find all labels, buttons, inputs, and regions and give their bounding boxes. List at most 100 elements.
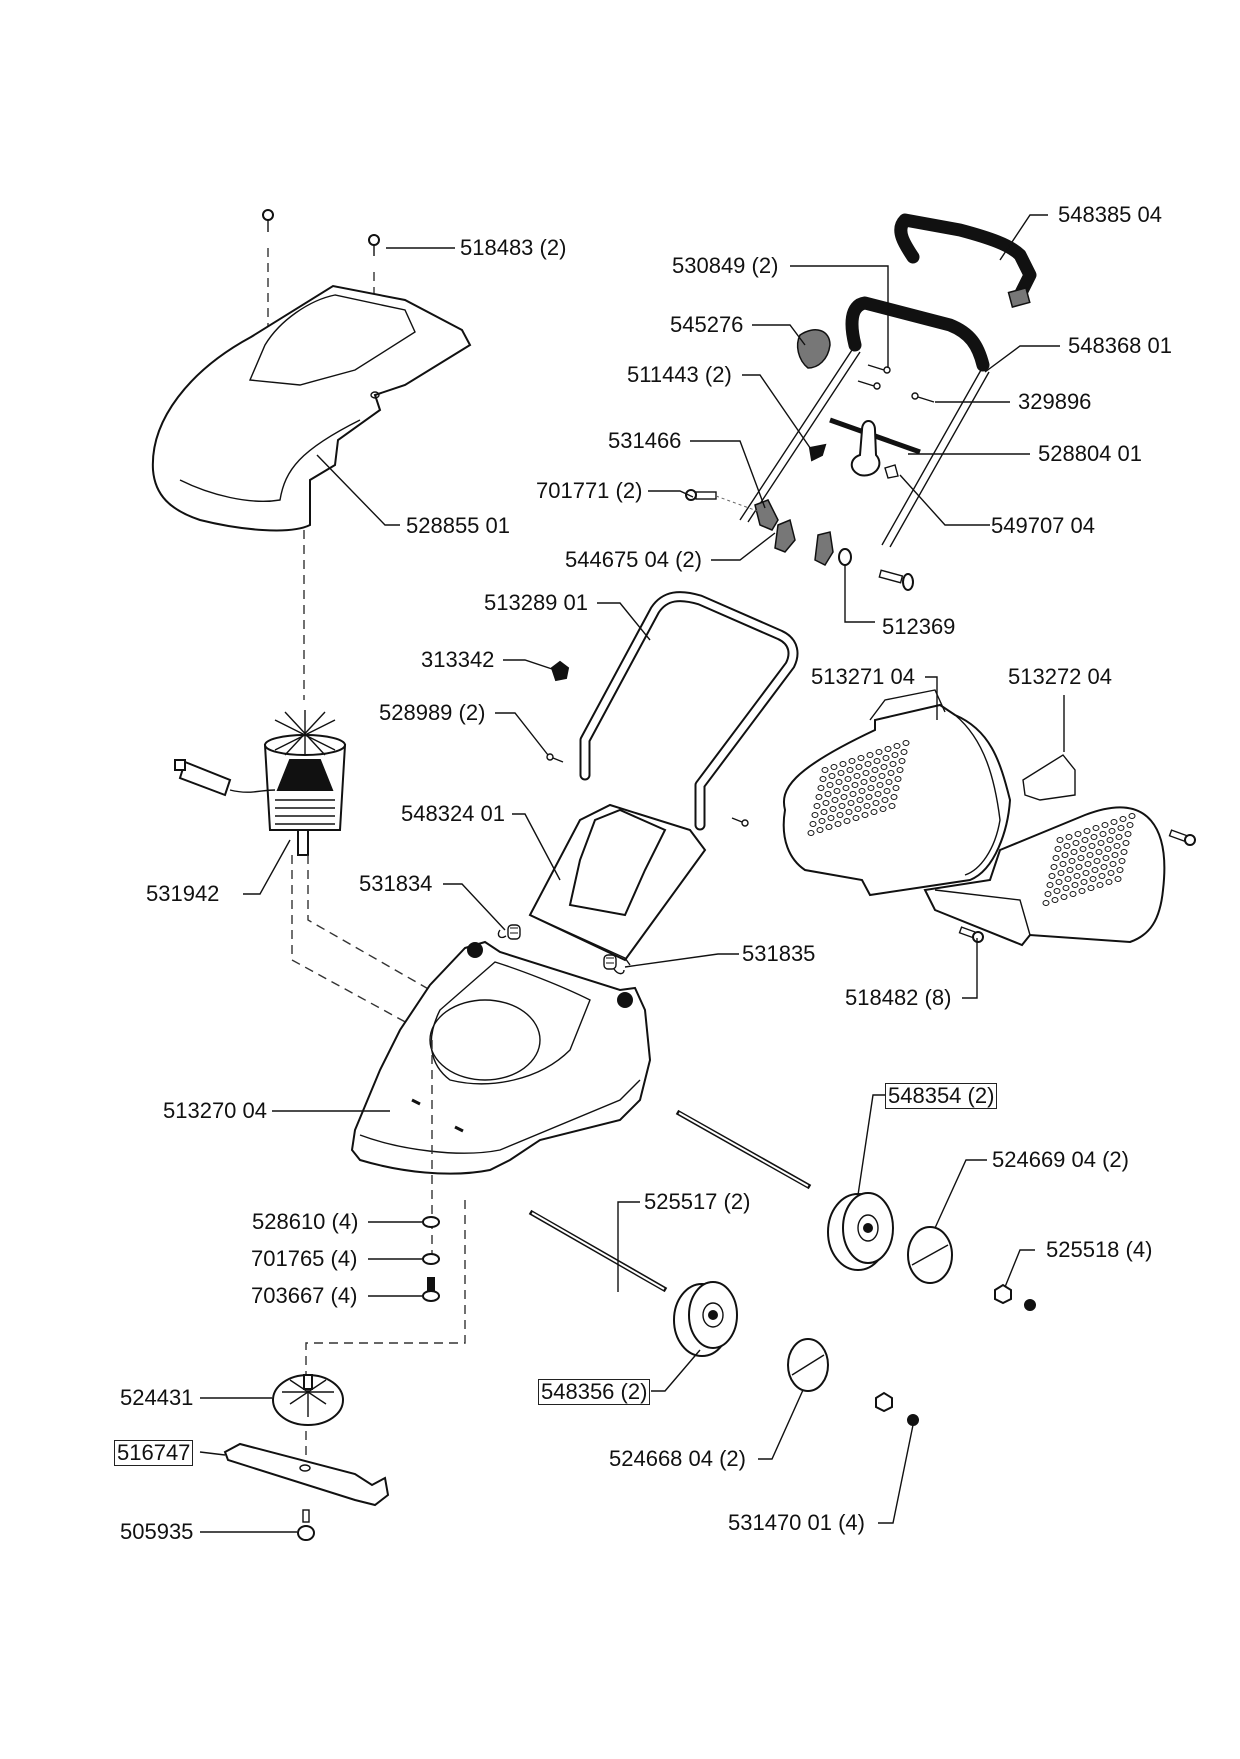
lower-handle (579, 591, 799, 831)
part-label: 528855 01 (406, 513, 510, 538)
perforation-hole (1046, 882, 1054, 888)
part-label: 531466 (608, 428, 682, 453)
perforation-hole (807, 830, 815, 836)
perforation-hole (1110, 819, 1118, 825)
part-label: 511443 (2) (627, 362, 732, 387)
perforation-hole (1083, 828, 1091, 834)
perforation-hole (896, 767, 904, 773)
part-label: 524668 04 (2) (609, 1446, 746, 1471)
perforation-hole (879, 806, 887, 812)
perforation-hole (874, 791, 882, 797)
perforation-hole (1097, 840, 1105, 846)
perforation-hole (842, 785, 850, 791)
part-label: 525517 (2) (644, 1189, 751, 1214)
perforation-hole (853, 773, 861, 779)
handle-grip-upper (894, 213, 1037, 302)
perforation-hole (815, 794, 823, 800)
perforation-hole (1065, 834, 1073, 840)
perforation-hole (882, 755, 890, 761)
perforation-hole (835, 779, 843, 785)
part-label: 545276 (670, 312, 744, 337)
perforation-hole (900, 749, 908, 755)
perforation-hole (1077, 855, 1085, 861)
perforation-hole (1089, 876, 1097, 882)
perforation-hole (1079, 846, 1087, 852)
motor-cover (151, 284, 472, 532)
part-label: 549707 04 (991, 513, 1095, 538)
part-label: 528804 01 (1038, 441, 1142, 466)
perforation-hole (1120, 849, 1128, 855)
perforation-hole (836, 812, 844, 818)
part-label: 513289 01 (484, 590, 588, 615)
perforation-hole (1048, 873, 1056, 879)
part-label: 513272 04 (1008, 664, 1112, 689)
perforation-hole (834, 821, 842, 827)
perforation-hole (1042, 900, 1050, 906)
fan (272, 1374, 344, 1426)
part-label: 512369 (882, 614, 956, 639)
perforation-hole (885, 779, 893, 785)
part-label: 531835 (742, 941, 816, 966)
grass-box-bottom-mesh (1042, 813, 1136, 906)
perforation-hole (849, 791, 857, 797)
perforation-hole (1088, 843, 1096, 849)
perforation-hole (1109, 861, 1117, 867)
perforation-hole (1044, 891, 1052, 897)
perforation-hole (1093, 858, 1101, 864)
perforation-hole (866, 752, 874, 758)
perforation-hole (819, 776, 827, 782)
perforation-hole (857, 755, 865, 761)
perforation-hole (838, 803, 846, 809)
perforation-hole (892, 785, 900, 791)
perforation-hole (872, 800, 880, 806)
perforation-hole (861, 812, 869, 818)
perforation-hole (1070, 849, 1078, 855)
perforation-hole (852, 815, 860, 821)
part-label: 528989 (2) (379, 700, 486, 725)
perforation-hole (816, 827, 824, 833)
cover-screw-right (368, 234, 380, 256)
perforation-hole (1116, 867, 1124, 873)
blade (223, 1442, 390, 1507)
perforation-hole (1050, 864, 1058, 870)
perforation-hole (829, 806, 837, 812)
discharge-flap (528, 803, 707, 966)
perforation-hole (1063, 843, 1071, 849)
perforation-hole (1057, 870, 1065, 876)
perforation-hole (888, 803, 896, 809)
perforation-hole (1068, 858, 1076, 864)
perforation-hole (893, 743, 901, 749)
perforation-hole (1098, 873, 1106, 879)
leader-lines (199, 214, 1065, 1533)
wing-knob (774, 518, 796, 553)
nut-525518 (994, 1283, 1012, 1305)
perforation-hole (1124, 831, 1132, 837)
perforation-hole (884, 746, 892, 752)
mower-deck (350, 940, 652, 1175)
perforation-hole (1056, 837, 1064, 843)
perforation-hole (1059, 861, 1067, 867)
handle-bracket (754, 499, 779, 531)
grass-box-top (782, 689, 1012, 897)
perforation-hole (824, 791, 832, 797)
perforation-hole (902, 740, 910, 746)
nut-313342 (550, 660, 570, 682)
perforation-hole (863, 803, 871, 809)
perforation-hole (1081, 837, 1089, 843)
perforation-hole (1117, 825, 1125, 831)
perforation-hole (898, 758, 906, 764)
perforation-hole (881, 797, 889, 803)
perforation-hole (1118, 858, 1126, 864)
perforation-hole (1090, 834, 1098, 840)
part-label: 548368 01 (1068, 333, 1172, 358)
wheel-548356 (673, 1281, 738, 1357)
perforation-hole (878, 773, 886, 779)
perforation-hole (830, 764, 838, 770)
screw-530849 (857, 364, 891, 390)
perforation-hole (1087, 885, 1095, 891)
cap-531470 (907, 1414, 919, 1426)
part-label: 513271 04 (811, 664, 915, 689)
part-label-boxed: 548356 (2) (538, 1379, 651, 1405)
wheel-548354 (827, 1192, 894, 1271)
